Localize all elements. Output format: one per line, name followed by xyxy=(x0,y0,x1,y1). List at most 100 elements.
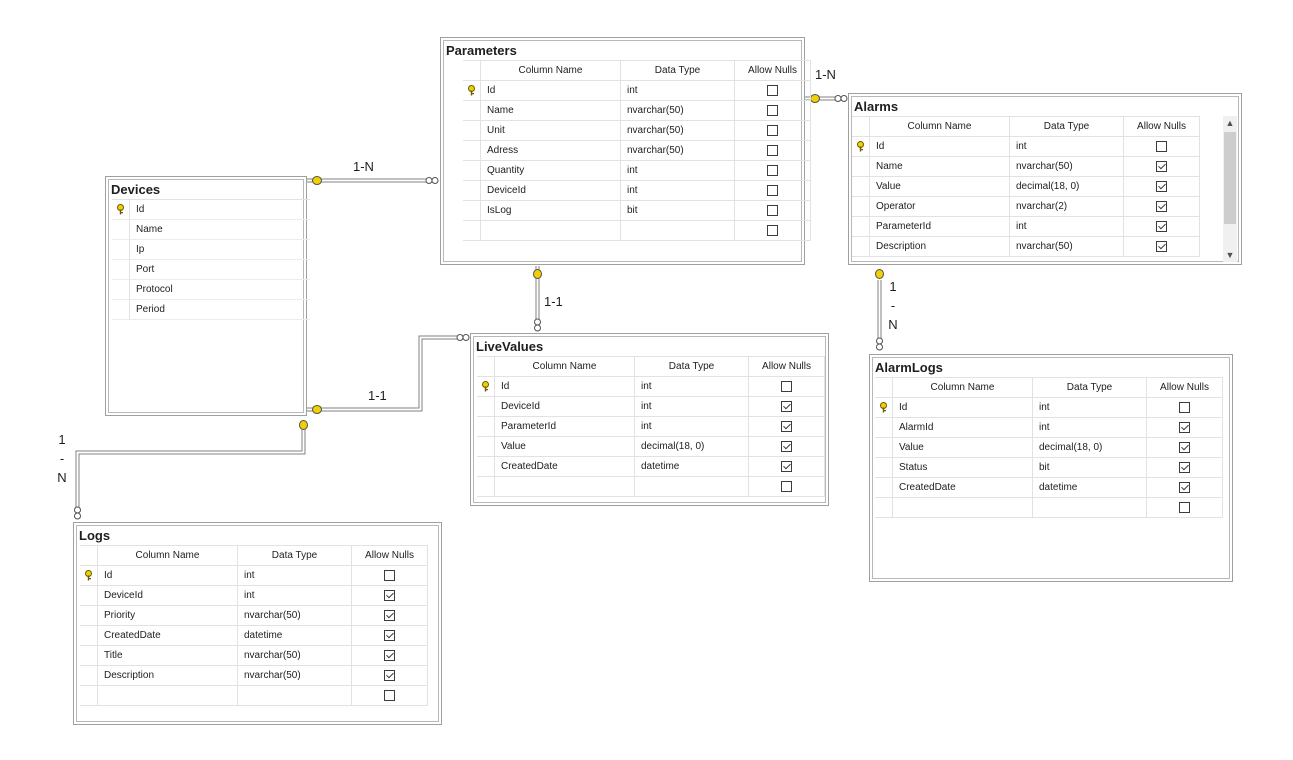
row-selector[interactable] xyxy=(463,221,481,240)
column-name-cell[interactable]: DeviceId xyxy=(481,181,621,200)
row-selector[interactable] xyxy=(463,161,481,180)
data-type-cell[interactable]: int xyxy=(1033,398,1147,417)
data-type-cell[interactable]: datetime xyxy=(1033,478,1147,497)
column-name-cell[interactable]: Status xyxy=(893,458,1033,477)
column-name-cell[interactable] xyxy=(98,686,238,705)
data-type-cell[interactable]: decimal(18, 0) xyxy=(635,437,749,456)
row-selector-header[interactable] xyxy=(80,546,98,565)
row-selector[interactable] xyxy=(80,626,98,645)
column-name-cell[interactable]: Title xyxy=(98,646,238,665)
allow-nulls-checkbox[interactable] xyxy=(781,401,792,412)
row-selector[interactable] xyxy=(80,606,98,625)
column-name-cell[interactable]: ParameterId xyxy=(495,417,635,436)
data-type-cell[interactable]: nvarchar(50) xyxy=(1010,237,1124,256)
row-selector[interactable] xyxy=(112,240,130,259)
row-selector[interactable] xyxy=(112,220,130,239)
data-type-cell[interactable]: int xyxy=(621,81,735,100)
data-type-cell[interactable]: int xyxy=(1033,418,1147,437)
allow-nulls-checkbox[interactable] xyxy=(767,145,778,156)
column-name-cell[interactable]: Id xyxy=(495,377,635,396)
column-name-cell[interactable]: Value xyxy=(495,437,635,456)
table-row[interactable] xyxy=(477,477,825,497)
primary-key-icon[interactable] xyxy=(852,137,870,156)
column-name-cell[interactable]: Period xyxy=(136,304,165,315)
data-type-cell[interactable]: bit xyxy=(1033,458,1147,477)
scroll-thumb[interactable] xyxy=(1224,132,1236,224)
connector-devices-parameters[interactable] xyxy=(306,178,428,183)
data-type-cell[interactable]: nvarchar(50) xyxy=(621,101,735,120)
scroll-down-icon[interactable]: ▼ xyxy=(1225,250,1235,260)
connector-devices-logs[interactable] xyxy=(75,428,306,508)
row-selector[interactable] xyxy=(463,141,481,160)
allow-nulls-checkbox[interactable] xyxy=(781,381,792,392)
column-name-cell[interactable]: AlarmId xyxy=(893,418,1033,437)
column-name-cell[interactable] xyxy=(495,477,635,496)
allow-nulls-checkbox[interactable] xyxy=(1179,422,1190,433)
row-selector[interactable] xyxy=(112,280,130,299)
allow-nulls-checkbox[interactable] xyxy=(1179,402,1190,413)
column-name-cell[interactable]: Description xyxy=(98,666,238,685)
data-type-cell[interactable]: nvarchar(2) xyxy=(1010,197,1124,216)
row-selector-header[interactable] xyxy=(852,117,870,136)
data-type-cell[interactable] xyxy=(1033,498,1147,517)
allow-nulls-checkbox[interactable] xyxy=(1179,502,1190,513)
column-name-cell[interactable]: Unit xyxy=(481,121,621,140)
data-type-cell[interactable]: int xyxy=(238,566,352,585)
row-selector[interactable] xyxy=(875,418,893,437)
allow-nulls-checkbox[interactable] xyxy=(767,185,778,196)
column-name-cell[interactable]: Protocol xyxy=(136,284,173,295)
connector-devices-livevalues[interactable] xyxy=(306,335,457,412)
row-selector-header[interactable] xyxy=(463,61,481,80)
table-row[interactable] xyxy=(80,686,428,706)
column-name-cell[interactable]: CreatedDate xyxy=(495,457,635,476)
connector-alarms-alarmlogs[interactable] xyxy=(877,280,882,340)
data-type-cell[interactable]: decimal(18, 0) xyxy=(1033,438,1147,457)
data-type-cell[interactable]: int xyxy=(1010,217,1124,236)
data-type-cell[interactable]: nvarchar(50) xyxy=(238,606,352,625)
data-type-cell[interactable]: nvarchar(50) xyxy=(238,666,352,685)
allow-nulls-checkbox[interactable] xyxy=(1156,221,1167,232)
row-selector[interactable] xyxy=(463,101,481,120)
allow-nulls-checkbox[interactable] xyxy=(1179,462,1190,473)
column-name-cell[interactable]: CreatedDate xyxy=(98,626,238,645)
row-selector[interactable] xyxy=(875,478,893,497)
column-name-cell[interactable]: Value xyxy=(893,438,1033,457)
primary-key-icon[interactable] xyxy=(477,377,495,396)
primary-key-icon[interactable] xyxy=(463,81,481,100)
column-name-cell[interactable]: Id xyxy=(98,566,238,585)
column-name-cell[interactable]: Value xyxy=(870,177,1010,196)
scroll-up-icon[interactable]: ▲ xyxy=(1225,118,1235,128)
primary-key-icon[interactable] xyxy=(80,566,98,585)
table-row[interactable] xyxy=(463,221,811,241)
column-name-cell[interactable]: Id xyxy=(893,398,1033,417)
row-selector[interactable] xyxy=(852,157,870,176)
row-selector[interactable] xyxy=(477,457,495,476)
column-name-cell[interactable] xyxy=(893,498,1033,517)
column-name-cell[interactable]: Name xyxy=(481,101,621,120)
row-selector[interactable] xyxy=(875,438,893,457)
column-name-cell[interactable]: DeviceId xyxy=(98,586,238,605)
data-type-cell[interactable]: bit xyxy=(621,201,735,220)
row-selector[interactable] xyxy=(80,666,98,685)
column-name-cell[interactable]: Id xyxy=(870,137,1010,156)
primary-key-icon[interactable] xyxy=(875,398,893,417)
row-selector[interactable] xyxy=(112,260,130,279)
allow-nulls-checkbox[interactable] xyxy=(767,165,778,176)
column-name-cell[interactable]: Id xyxy=(481,81,621,100)
allow-nulls-checkbox[interactable] xyxy=(384,570,395,581)
data-type-cell[interactable]: int xyxy=(635,397,749,416)
table-row[interactable]: Period xyxy=(112,300,310,320)
row-selector[interactable] xyxy=(852,177,870,196)
row-selector[interactable] xyxy=(80,586,98,605)
